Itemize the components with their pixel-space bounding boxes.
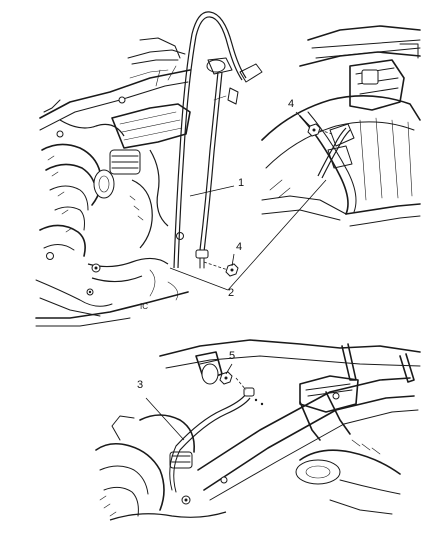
frame-view	[95, 339, 421, 521]
vent-hose-1	[173, 11, 263, 277]
callout-4-upper: 4	[288, 98, 295, 110]
callout-2: 2	[228, 287, 235, 299]
callout-1: 1	[238, 177, 245, 189]
leader-lines	[145, 111, 327, 441]
body-panel-view	[261, 25, 421, 227]
callout-3: 3	[137, 379, 144, 391]
callout-5: 5	[229, 350, 236, 362]
figure-stamp: IC	[140, 302, 148, 311]
callout-4-lower: 4	[236, 241, 243, 253]
engine-bay-view	[35, 37, 191, 327]
